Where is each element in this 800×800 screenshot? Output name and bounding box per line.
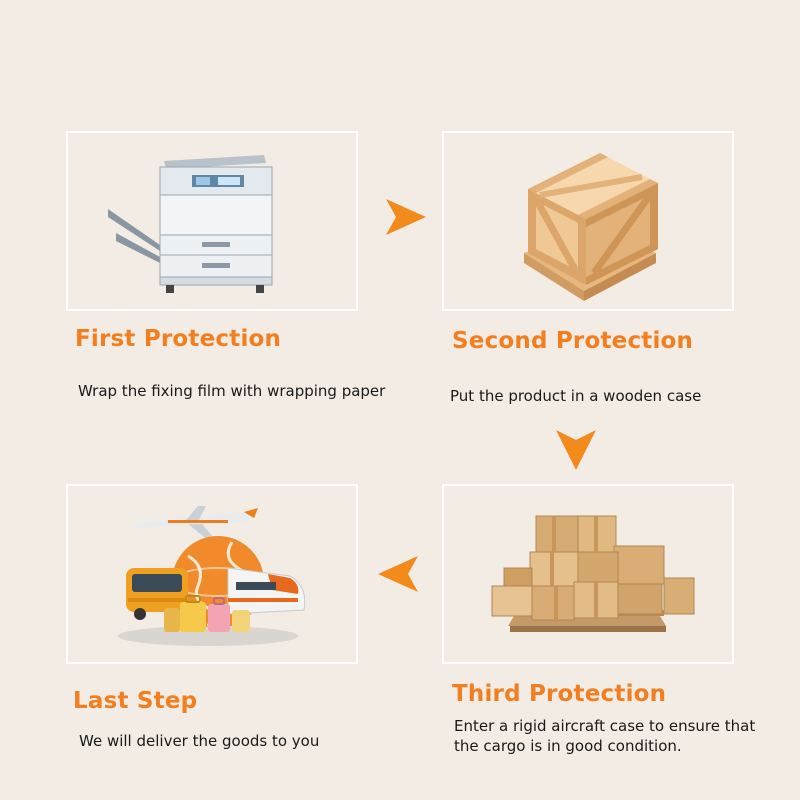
arrow-left-icon xyxy=(378,556,418,592)
first-protection-panel xyxy=(66,131,358,311)
third-protection-description-line2: the cargo is in good condition. xyxy=(454,735,682,757)
third-protection-panel xyxy=(442,484,734,664)
wooden-crate-icon xyxy=(444,133,732,309)
arrow-right-icon xyxy=(386,199,426,235)
second-protection-title: Second Protection xyxy=(452,328,693,354)
last-step-description: We will deliver the goods to you xyxy=(79,730,319,752)
last-step-title: Last Step xyxy=(73,688,197,714)
first-protection-title: First Protection xyxy=(75,326,281,352)
first-protection-description: Wrap the fixing film with wrapping paper xyxy=(78,380,385,402)
global-delivery-icon xyxy=(68,486,356,662)
last-step-panel xyxy=(66,484,358,664)
printer-icon xyxy=(68,133,356,309)
second-protection-panel xyxy=(442,131,734,311)
arrow-down-icon xyxy=(556,430,596,470)
second-protection-description: Put the product in a wooden case xyxy=(450,385,701,407)
cardboard-boxes-pallet-icon xyxy=(444,486,732,662)
third-protection-description-line1: Enter a rigid aircraft case to ensure th… xyxy=(454,715,755,737)
third-protection-title: Third Protection xyxy=(452,681,666,707)
